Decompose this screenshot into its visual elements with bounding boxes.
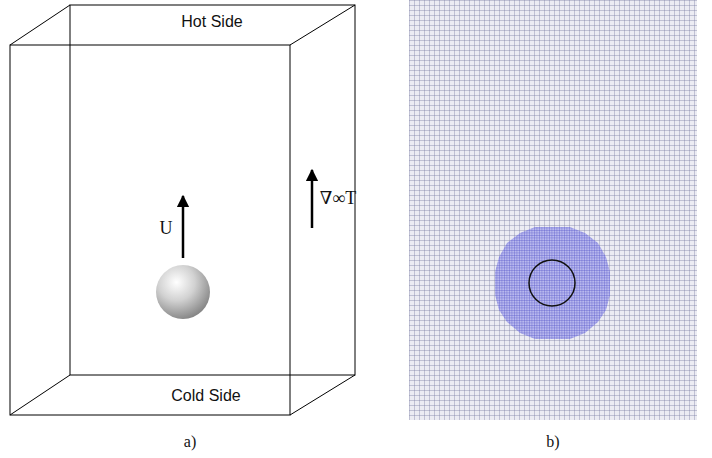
domain-box [10,5,355,415]
coarse-mesh [409,0,697,420]
sphere-outline [529,260,575,306]
gradient-arrow [311,170,314,228]
velocity-label: U [160,219,173,237]
velocity-arrow [182,196,185,258]
side-label: Hot Side [181,14,242,30]
sphere [156,265,210,319]
panel-label: a) [184,434,196,450]
gradient-label: ∇∞T [320,189,356,207]
refined-mesh [495,227,610,339]
panel-label: b) [546,434,559,450]
side-label: Cold Side [171,388,240,404]
